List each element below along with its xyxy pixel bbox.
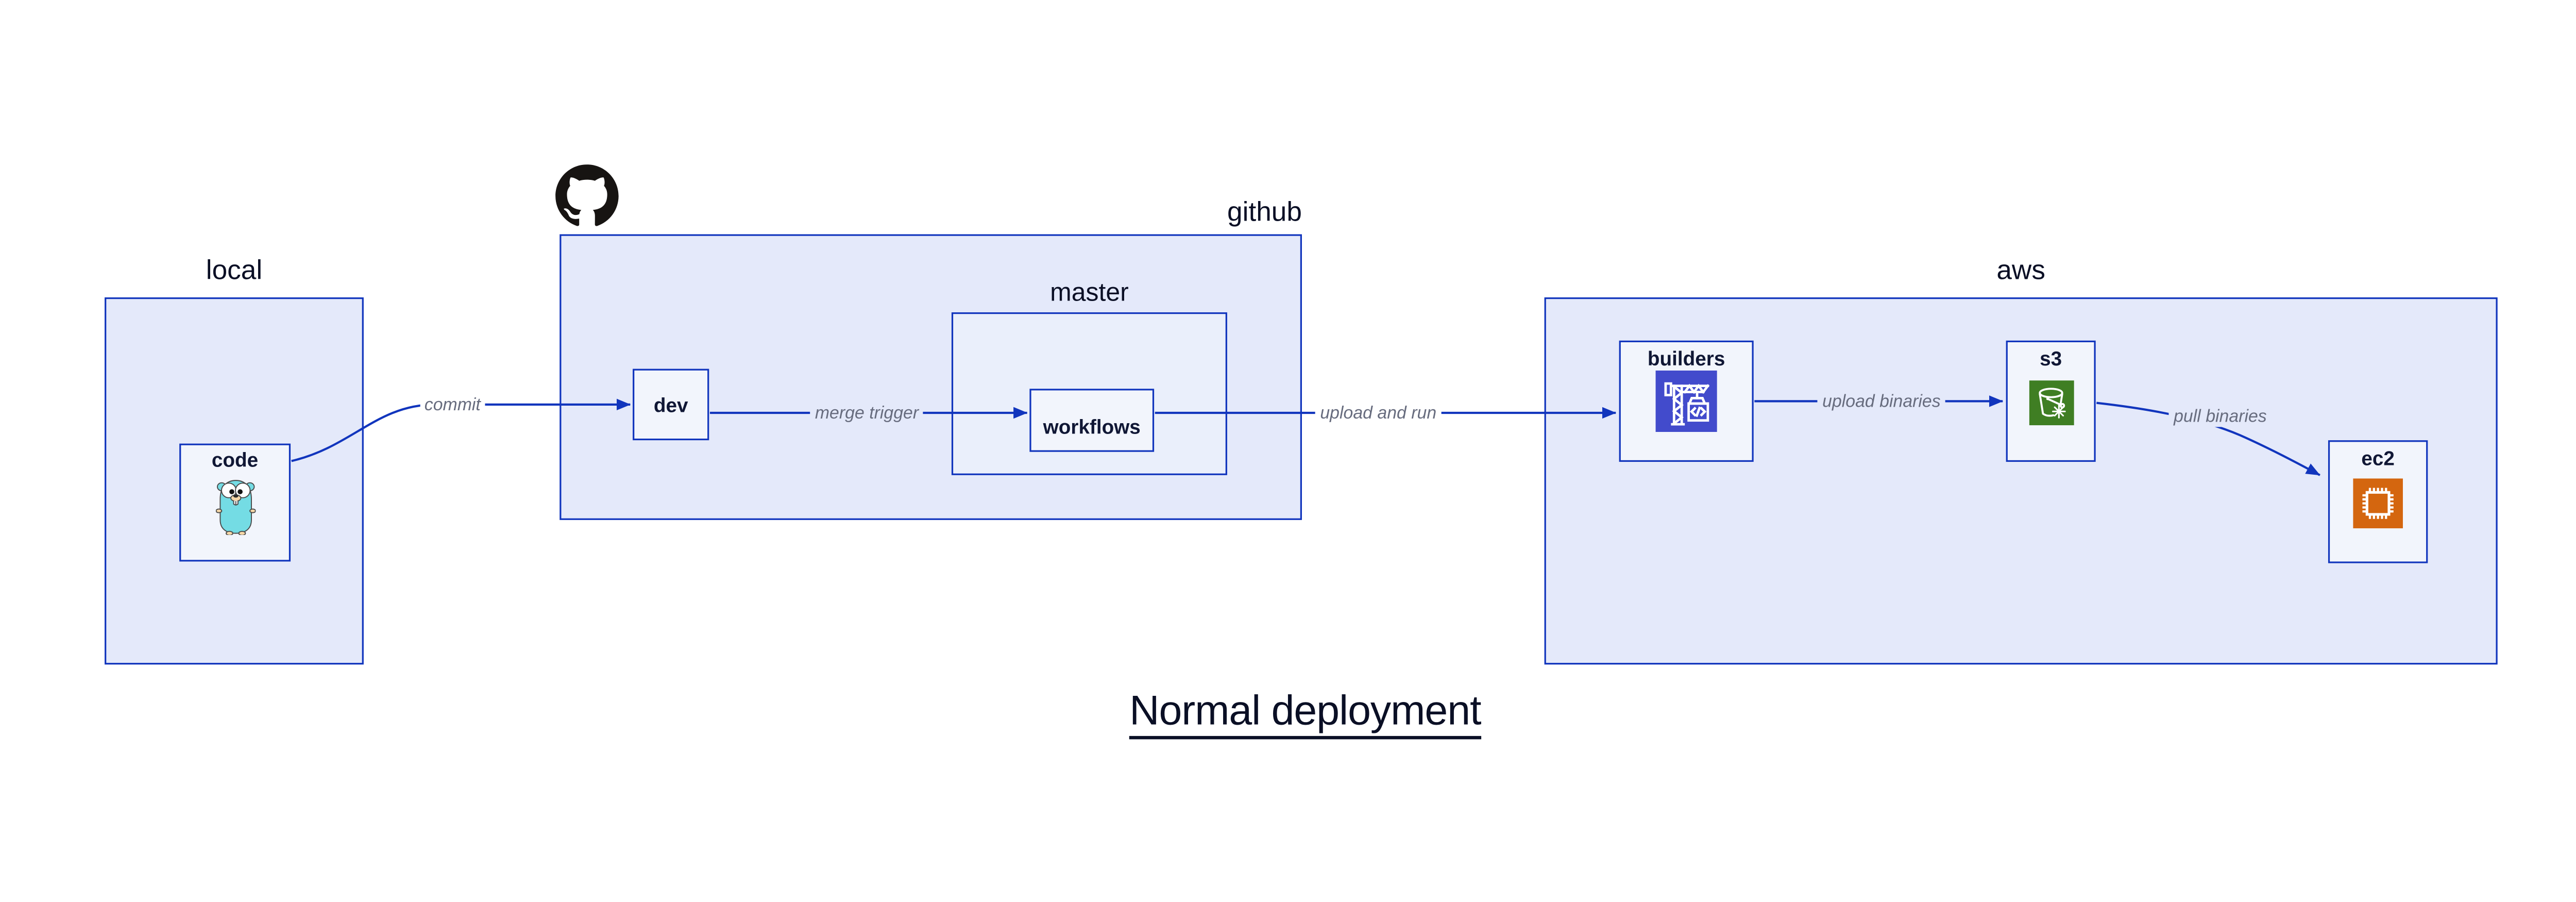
node-dev-label: dev: [653, 393, 688, 416]
node-dev: [633, 369, 709, 441]
node-ec2-label: ec2: [2361, 447, 2395, 471]
aws-ec2-icon: [2353, 478, 2403, 528]
container-github-label: github: [1227, 197, 1302, 228]
diagram-title-text: Normal deployment: [1129, 688, 1482, 740]
edge-label-upload-binaries: upload binaries: [1817, 391, 1946, 411]
aws-s3-glacier-icon: [2028, 379, 2074, 425]
node-workflows: [1029, 389, 1155, 452]
diagram-title: Normal deployment: [973, 688, 1637, 740]
edge-label-merge-trigger: merge trigger: [810, 403, 924, 423]
container-local-label: local: [206, 256, 263, 286]
node-ec2: [2328, 440, 2428, 563]
edge-label-commit: commit: [419, 394, 486, 415]
octocat-icon: [555, 164, 619, 226]
edge-label-upload-and-run: upload and run: [1315, 403, 1442, 423]
container-master-label: master: [1050, 279, 1129, 308]
node-workflows-label: workflows: [1043, 415, 1141, 439]
node-builders-label: builders: [1647, 346, 1725, 370]
node-code-label: code: [211, 448, 259, 472]
node-s3-label: s3: [2040, 346, 2062, 370]
aws-codebuild-icon: [1655, 370, 1717, 432]
go-gopher-icon: [215, 480, 255, 535]
edge-label-pull-binaries: pull binaries: [2168, 406, 2272, 426]
container-aws-label: aws: [1996, 256, 2045, 286]
